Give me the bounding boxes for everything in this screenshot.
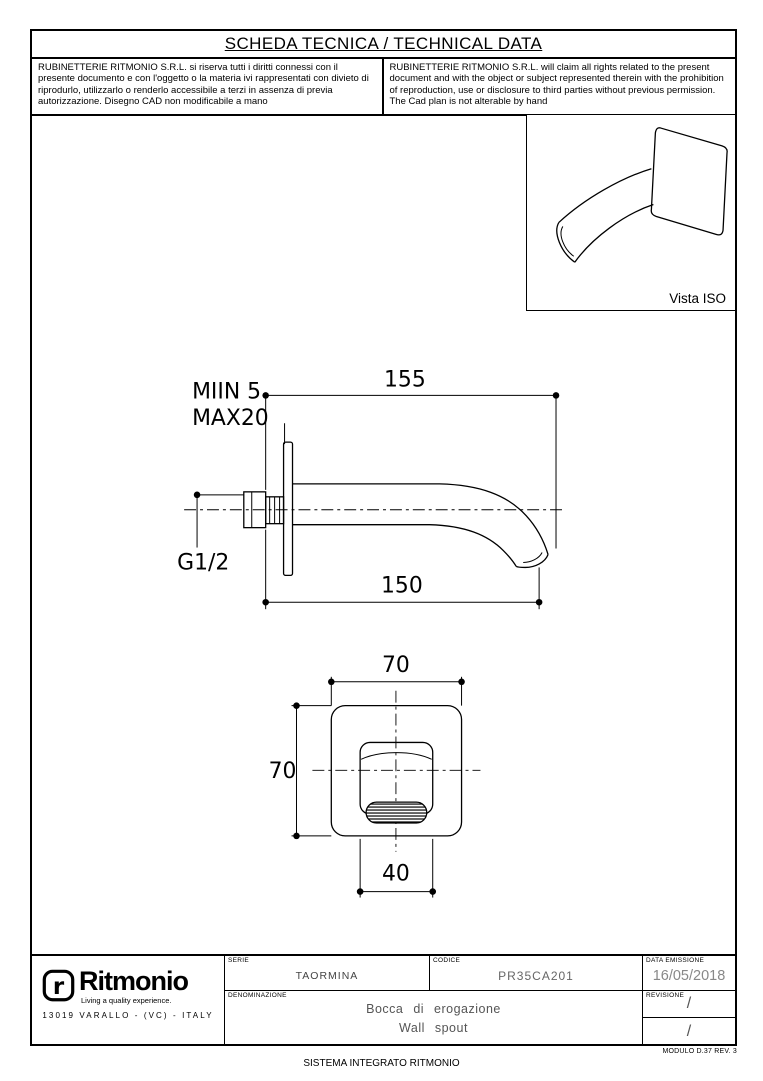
side-view-drawing: 155 MIIN 5 MAX20 G1/2	[177, 367, 565, 610]
dim-70-width-label: 70	[382, 653, 410, 678]
title-block: r Ritmonio Living a quality experience. …	[32, 954, 735, 1046]
denominazione-cell: DENOMINAZIONE Bocca di erogazione Wall s…	[224, 991, 642, 1046]
revisione-row-2: /	[643, 1018, 735, 1045]
wall-plate-front	[330, 704, 463, 837]
sheet-header: SCHEDA TECNICA / TECHNICAL DATA	[32, 31, 735, 59]
max-depth-label: MAX20	[192, 406, 269, 431]
revisione-cell: REVISIONE / /	[642, 991, 735, 1046]
codice-label: CODICE	[433, 957, 461, 964]
company-logo-cell: r Ritmonio Living a quality experience. …	[32, 956, 224, 1044]
dimension-70-width: 70	[328, 653, 465, 706]
min-depth-label: MIIN 5	[192, 379, 261, 404]
front-view-drawing: 70 70 40	[269, 653, 481, 898]
iso-spout-shape	[556, 127, 728, 263]
revisione-row-1: REVISIONE /	[643, 991, 735, 1018]
disclaimer-english: RUBINETTERIE RITMONIO S.R.L. will claim …	[389, 62, 724, 108]
data-emissione-cell: DATA EMISSIONE 16/05/2018	[642, 956, 735, 991]
brand-tagline: Living a quality experience.	[81, 995, 172, 1005]
revisione-value-1: /	[686, 995, 692, 1012]
dimension-155: 155	[262, 367, 560, 549]
dimension-70-height: 70	[269, 702, 332, 840]
serie-label: SERIE	[228, 957, 250, 964]
revisione-value-2: /	[686, 1022, 692, 1040]
data-emissione-value: 16/05/2018	[652, 968, 726, 984]
denominazione-label: DENOMINAZIONE	[228, 992, 287, 999]
dimension-150: 150	[262, 529, 543, 610]
dimension-40: 40	[356, 838, 437, 898]
sheet-frame: SCHEDA TECNICA / TECHNICAL DATA RUBINETT…	[30, 29, 737, 1046]
wall-plate-edge	[282, 441, 294, 577]
codice-value: PR35CA201	[498, 968, 574, 983]
iso-view-drawing	[556, 127, 728, 263]
thread-callout: G1/2	[177, 491, 244, 575]
brand-name: Ritmonio	[79, 966, 189, 996]
iso-view-panel: Vista ISO	[526, 115, 735, 311]
spout-profile	[292, 483, 549, 569]
company-address: 13019 VARALLO - (VC) - ITALY	[42, 1010, 214, 1020]
thread-fitting	[243, 491, 285, 529]
data-emissione-label: DATA EMISSIONE	[646, 957, 705, 964]
iso-view-label: Vista ISO	[669, 291, 726, 306]
thread-size-label: G1/2	[177, 550, 229, 575]
disclaimer-italian: RUBINETTERIE RITMONIO S.R.L. si riserva …	[32, 59, 384, 114]
denominazione-italian: Bocca di erogazione	[366, 1002, 501, 1016]
system-footer-text: SISTEMA INTEGRATO RITMONIO	[303, 1058, 460, 1069]
dim-155-label: 155	[384, 367, 426, 392]
module-reference: MODULO D.37 REV. 3	[662, 1048, 737, 1055]
disclaimer-section: RUBINETTERIE RITMONIO S.R.L. si riserva …	[32, 59, 735, 116]
dim-70-height-label: 70	[269, 759, 297, 784]
codice-cell: CODICE PR35CA201	[429, 956, 642, 991]
spout-outlet-slot	[365, 801, 428, 824]
spout-front	[359, 741, 434, 824]
denominazione-english: Wall spout	[399, 1021, 468, 1035]
dim-40-label: 40	[382, 862, 410, 887]
serie-value: TAORMINA	[295, 969, 359, 982]
technical-drawing: 155 MIIN 5 MAX20 G1/2	[177, 367, 565, 898]
serie-cell: SERIE TAORMINA	[224, 956, 429, 991]
logo-letter: r	[53, 974, 65, 1000]
sheet-title: SCHEDA TECNICA / TECHNICAL DATA	[224, 34, 543, 53]
ritmonio-logo-icon: r	[42, 969, 75, 1002]
revisione-label: REVISIONE	[646, 992, 685, 999]
dim-150-label: 150	[381, 573, 423, 598]
